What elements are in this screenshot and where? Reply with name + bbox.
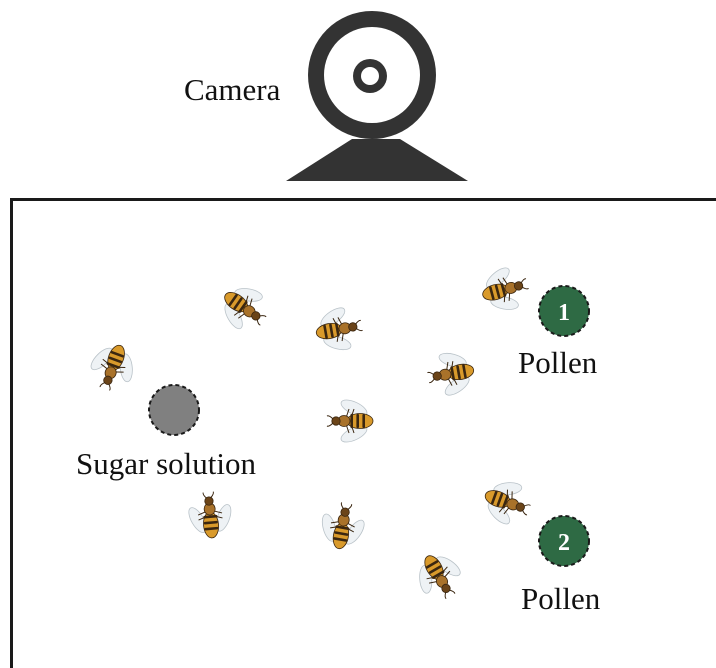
pollen-label-2: Pollen (521, 583, 600, 614)
pollen-label-1: Pollen (518, 347, 597, 378)
camera-stand (286, 139, 468, 181)
webcam-icon (286, 11, 468, 181)
sugar-solution-label: Sugar solution (76, 448, 256, 479)
camera-lens (361, 67, 379, 85)
arena-box (10, 198, 716, 668)
camera-label: Camera (184, 74, 280, 105)
